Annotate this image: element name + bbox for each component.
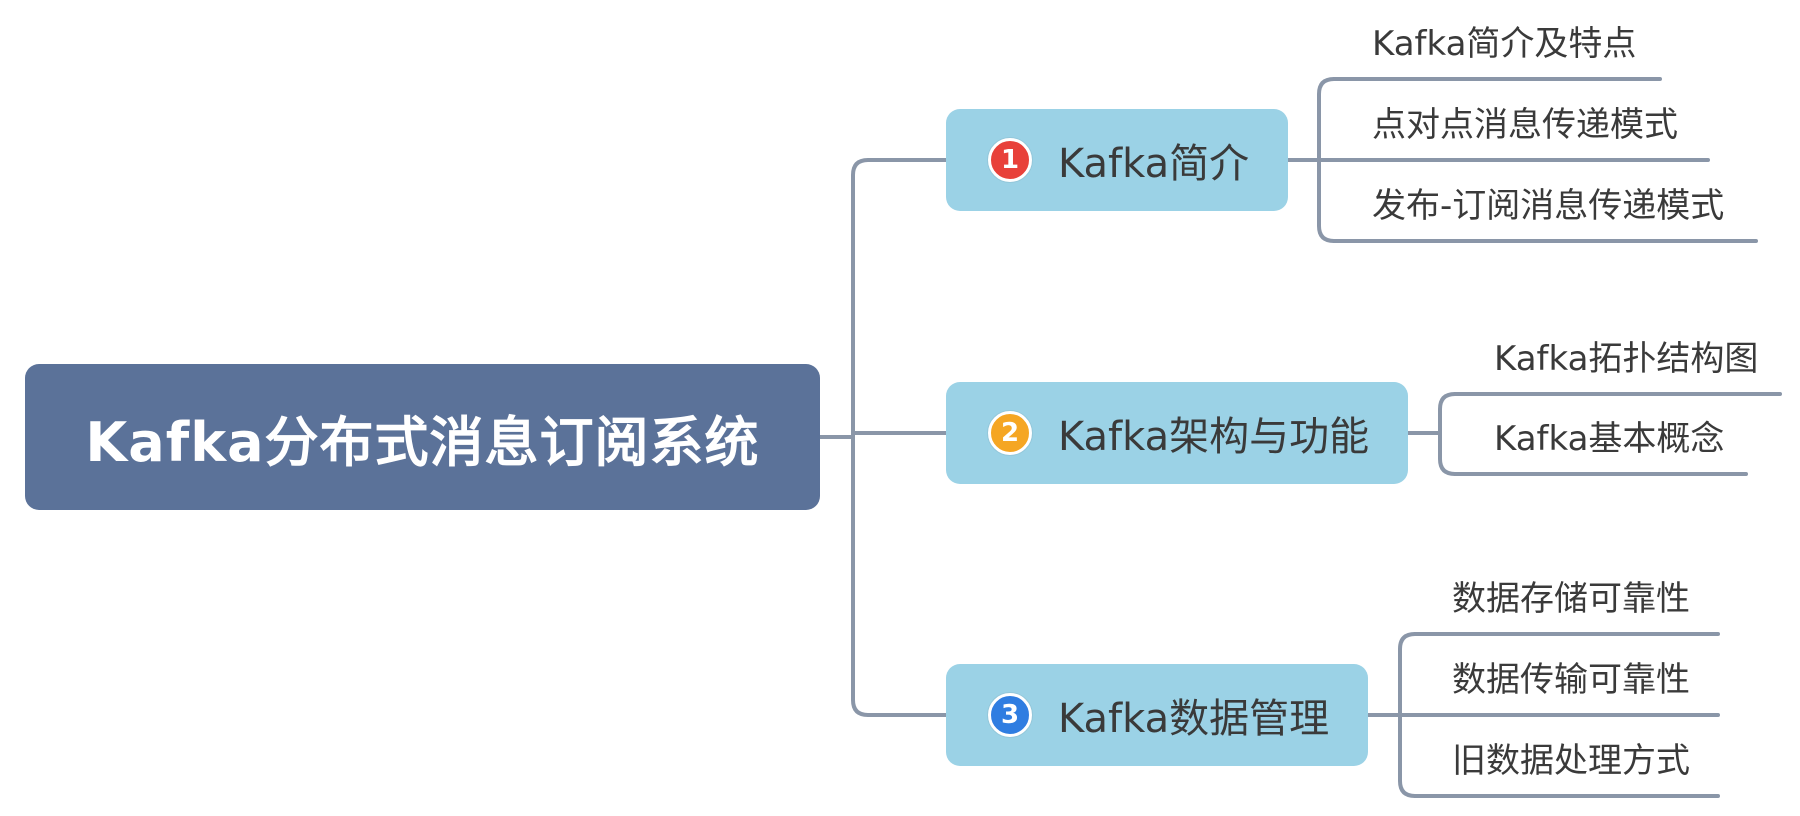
leaf-node[interactable]: 发布-订阅消息传递模式 — [1372, 186, 1725, 226]
branch-label: Kafka简介 — [1058, 141, 1250, 187]
branch-node-kafka-architecture[interactable]: 2 Kafka架构与功能 — [946, 382, 1408, 484]
leaf-node[interactable]: Kafka基本概念 — [1494, 419, 1725, 459]
root-node[interactable]: Kafka分布式消息订阅系统 — [25, 364, 820, 510]
branch-2-bracket — [1438, 392, 1457, 476]
leaf-node[interactable]: 数据传输可靠性 — [1452, 660, 1690, 700]
leaf-node[interactable]: 点对点消息传递模式 — [1372, 105, 1678, 145]
leaf-node[interactable]: Kafka拓扑结构图 — [1494, 339, 1759, 379]
number-2-badge-icon: 2 — [988, 411, 1032, 455]
branch-label: Kafka架构与功能 — [1058, 414, 1370, 460]
leaf-node[interactable]: 旧数据处理方式 — [1452, 741, 1690, 781]
number-1-badge-icon: 1 — [988, 138, 1032, 182]
number-3-badge-icon: 3 — [988, 693, 1032, 737]
branch-node-kafka-data-management[interactable]: 3 Kafka数据管理 — [946, 664, 1368, 766]
branch-node-kafka-intro[interactable]: 1 Kafka简介 — [946, 109, 1288, 211]
branch-label: Kafka数据管理 — [1058, 696, 1330, 742]
leaf-node[interactable]: Kafka简介及特点 — [1372, 24, 1637, 64]
leaf-node[interactable]: 数据存储可靠性 — [1452, 579, 1690, 619]
trunk-connector — [851, 158, 948, 717]
root-title: Kafka分布式消息订阅系统 — [85, 410, 760, 474]
